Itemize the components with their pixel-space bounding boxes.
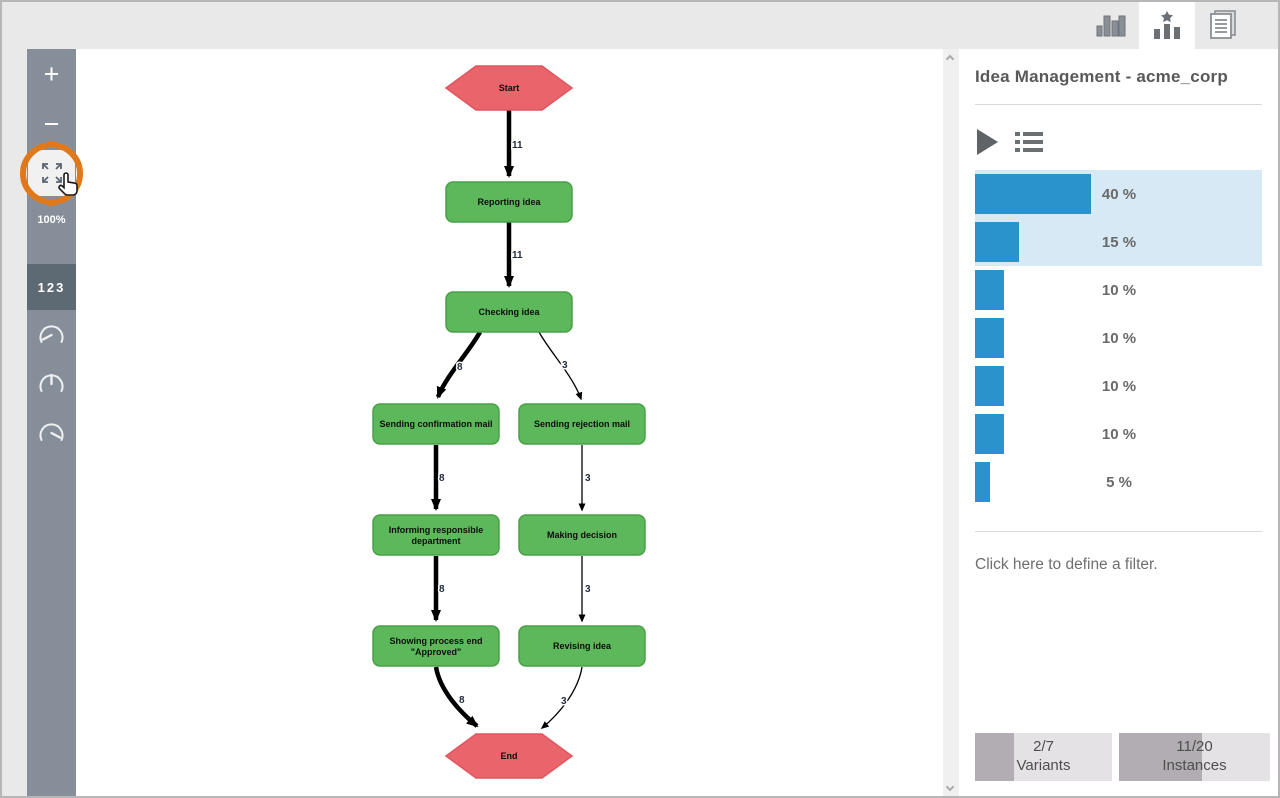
flow-node-start[interactable]: Start bbox=[444, 65, 574, 111]
svg-text:Start: Start bbox=[499, 83, 520, 93]
svg-text:Showing process end"Approved": Showing process end"Approved" bbox=[389, 636, 482, 657]
starred-bar-chart-icon bbox=[1154, 10, 1180, 39]
edge-frequency-label: 8 bbox=[459, 695, 465, 706]
svg-text:Sending confirmation mail: Sending confirmation mail bbox=[379, 419, 492, 429]
variant-frequency-list: 40 % 15 % 10 % 10 % 10 % 10 % 5 % bbox=[975, 170, 1262, 506]
variant-frequency-bar bbox=[975, 174, 1091, 214]
variant-percent-label: 10 % bbox=[1101, 377, 1137, 395]
edge-frequency-label: 3 bbox=[585, 584, 591, 595]
performance-gauge-medium-icon[interactable] bbox=[36, 371, 67, 397]
edge-frequency-label: 3 bbox=[562, 360, 568, 371]
divider bbox=[975, 104, 1262, 105]
flow-node-reporting[interactable]: Reporting idea bbox=[445, 181, 573, 223]
variant-actions bbox=[975, 128, 1262, 156]
variant-list-button[interactable] bbox=[1015, 130, 1043, 154]
map-toolbar: + − 100% 123 bbox=[20, 49, 83, 798]
variant-row-2[interactable]: 15 % bbox=[975, 218, 1262, 266]
define-filter-link[interactable]: Click here to define a filter. bbox=[975, 556, 1158, 573]
variant-percent-label: 5 % bbox=[1106, 473, 1132, 491]
svg-text:End: End bbox=[501, 751, 518, 761]
tab-frequency-chart[interactable] bbox=[1083, 0, 1139, 49]
bar-chart-icon bbox=[1096, 15, 1126, 36]
variant-row-3[interactable]: 10 % bbox=[975, 266, 1262, 314]
zoom-out-button[interactable]: − bbox=[43, 109, 60, 139]
zoom-level: 100% bbox=[37, 214, 66, 226]
instances-label: Instances bbox=[1162, 757, 1227, 774]
variants-ratio: 2/7 bbox=[1033, 738, 1054, 756]
tab-variants[interactable] bbox=[1139, 0, 1195, 49]
tab-report[interactable] bbox=[1195, 0, 1251, 49]
fullscreen-arrows-icon bbox=[41, 163, 62, 183]
divider bbox=[975, 531, 1262, 532]
flow-node-reject[interactable]: Sending rejection mail bbox=[518, 403, 646, 445]
svg-text:Checking idea: Checking idea bbox=[478, 307, 540, 317]
play-icon bbox=[977, 129, 998, 155]
scroll-up-icon[interactable] bbox=[945, 54, 955, 64]
variants-label: Variants bbox=[1016, 757, 1071, 774]
variants-count-badge[interactable]: 2/7 Variants bbox=[975, 733, 1112, 781]
scroll-down-icon[interactable] bbox=[945, 782, 955, 793]
variant-percent-label: 10 % bbox=[1101, 281, 1137, 299]
edge-checking-confirm[interactable] bbox=[435, 330, 482, 399]
report-pages-icon bbox=[1210, 9, 1236, 39]
variant-percent-label: 15 % bbox=[1101, 233, 1137, 251]
edge-revising-end[interactable] bbox=[540, 666, 583, 729]
variant-frequency-bar bbox=[975, 462, 990, 502]
variant-row-7[interactable]: 5 % bbox=[975, 458, 1262, 506]
flow-node-confirm[interactable]: Sending confirmation mail bbox=[372, 403, 500, 445]
variant-frequency-bar bbox=[975, 318, 1004, 358]
edge-checking-reject[interactable] bbox=[538, 331, 583, 401]
flow-node-end[interactable]: End bbox=[444, 733, 574, 779]
variant-frequency-bar bbox=[975, 414, 1004, 454]
variant-frequency-bar bbox=[975, 222, 1019, 262]
variant-row-5[interactable]: 10 % bbox=[975, 362, 1262, 410]
svg-text:Reporting idea: Reporting idea bbox=[477, 197, 541, 207]
flow-node-checking[interactable]: Checking idea bbox=[445, 291, 573, 333]
edge-frequency-label: 3 bbox=[561, 696, 567, 707]
zoom-in-button[interactable]: + bbox=[43, 59, 60, 89]
edge-frequency-label: 3 bbox=[585, 473, 591, 484]
edge-frequency-label: 8 bbox=[439, 584, 445, 595]
variant-percent-label: 40 % bbox=[1101, 185, 1137, 203]
flow-node-showing[interactable]: Showing process end"Approved" bbox=[372, 625, 500, 667]
top-tab-strip bbox=[0, 0, 1280, 49]
variant-row-4[interactable]: 10 % bbox=[975, 314, 1262, 362]
variant-frequency-bar bbox=[975, 270, 1004, 310]
fit-to-screen-button[interactable] bbox=[28, 150, 75, 196]
variants-fill-bar bbox=[975, 733, 1015, 781]
selection-summary: 2/7 Variants 11/20 Instances bbox=[975, 733, 1270, 781]
page-title: Idea Management - acme_corp bbox=[975, 67, 1228, 86]
edge-frequency-label: 8 bbox=[439, 473, 445, 484]
instances-fill-bar bbox=[1119, 733, 1203, 781]
edge-showing-end[interactable] bbox=[433, 666, 479, 728]
flow-node-decision[interactable]: Making decision bbox=[518, 514, 646, 556]
instances-ratio: 11/20 bbox=[1176, 738, 1213, 756]
play-animation-button[interactable] bbox=[975, 128, 999, 156]
variant-frequency-bar bbox=[975, 366, 1004, 406]
frequency-mode-button[interactable]: 123 bbox=[27, 264, 76, 310]
edge-frequency-label: 11 bbox=[512, 250, 523, 261]
instances-count-badge[interactable]: 11/20 Instances bbox=[1119, 733, 1270, 781]
variant-percent-label: 10 % bbox=[1101, 329, 1137, 347]
variants-sidebar: Idea Management - acme_corp 40 % 15 % 10 %… bbox=[959, 49, 1278, 798]
performance-gauge-fast-icon[interactable] bbox=[36, 420, 67, 446]
edge-frequency-label: 8 bbox=[457, 362, 463, 373]
variant-row-1[interactable]: 40 % bbox=[975, 170, 1262, 218]
view-tabs bbox=[1083, 0, 1251, 49]
variant-row-6[interactable]: 10 % bbox=[975, 410, 1262, 458]
canvas-vertical-scrollbar[interactable] bbox=[943, 49, 959, 798]
edge-frequency-label: 11 bbox=[512, 140, 523, 151]
svg-text:Making decision: Making decision bbox=[547, 530, 617, 540]
variant-percent-label: 10 % bbox=[1101, 425, 1137, 443]
flow-node-revising[interactable]: Revising idea bbox=[518, 625, 646, 667]
performance-gauge-slow-icon[interactable] bbox=[36, 322, 67, 348]
svg-text:Sending rejection mail: Sending rejection mail bbox=[534, 419, 630, 429]
list-icon bbox=[1015, 132, 1043, 152]
svg-text:Revising idea: Revising idea bbox=[553, 641, 612, 651]
